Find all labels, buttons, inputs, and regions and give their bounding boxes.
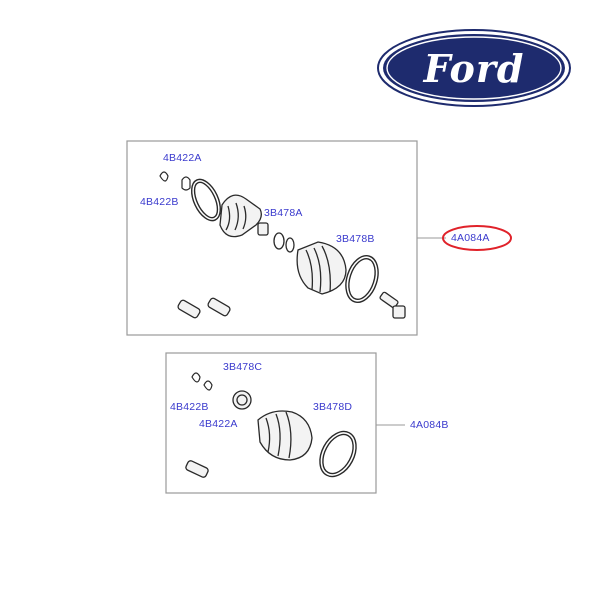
clamp-4b422b-lower-part: [191, 372, 213, 391]
label-4b422b-lower: 4B422B: [170, 401, 209, 413]
label-4b422a-upper: 4B422A: [163, 152, 202, 164]
grease-tubes-part: [177, 297, 231, 319]
label-3b478a: 3B478A: [264, 207, 303, 219]
clamp-4b422a-part: [159, 171, 191, 191]
upper-code-highlight: [442, 225, 512, 251]
boot-lower-part: [257, 410, 313, 461]
lower-assembly-code: 4A084B: [410, 419, 449, 431]
ring-3b478c-part: [232, 390, 252, 410]
ring-clamp-left-part: [190, 178, 222, 222]
label-4b422a-lower: 4B422A: [199, 418, 238, 430]
label-3b478c: 3B478C: [223, 361, 263, 373]
small-ring-3b478a-part: [273, 232, 295, 253]
upper-assembly-code: 4A084A: [451, 232, 490, 244]
label-4b422b-upper: 4B422B: [140, 196, 179, 208]
ford-logo: [377, 29, 571, 107]
ring-clamp-3b478d-part: [319, 430, 357, 478]
lower-assembly-frame: [165, 352, 377, 494]
boot-3b478a-part: [219, 194, 269, 238]
label-3b478b: 3B478B: [336, 233, 375, 245]
grease-tube-lower-part: [185, 460, 209, 478]
boot-3b478b-part: [296, 241, 347, 295]
label-3b478d: 3B478D: [313, 401, 353, 413]
bolt-part: [379, 291, 406, 319]
ring-clamp-right-part: [345, 255, 379, 303]
